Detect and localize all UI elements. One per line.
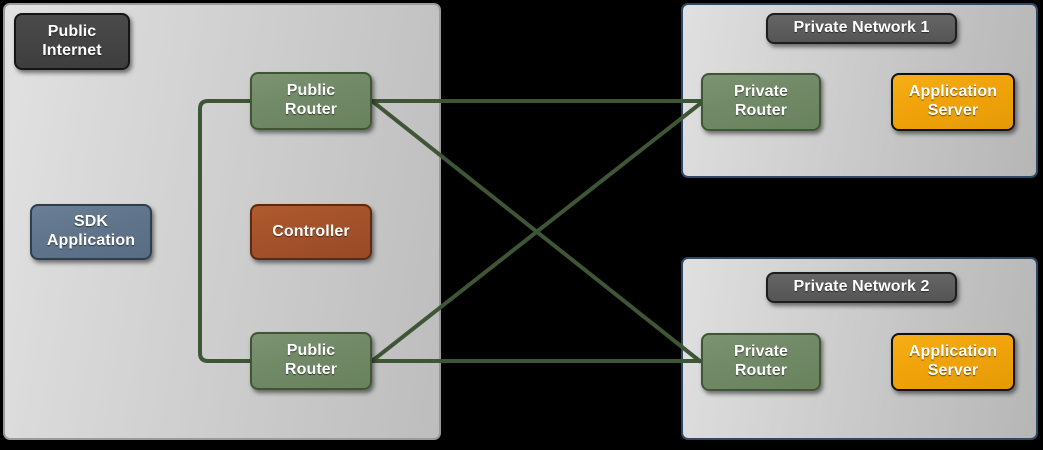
private-router-2-node[interactable]: Private Router [701, 333, 821, 391]
application-server-1-line1: Application [908, 83, 998, 101]
application-server-1-node[interactable]: Application Server [891, 73, 1015, 131]
private-router-1-line2: Router [734, 102, 788, 119]
sdk-application-line2: Application [46, 232, 136, 249]
application-server-2-line2: Server [927, 362, 979, 379]
controller-node[interactable]: Controller [250, 204, 372, 260]
public-internet-label-line1: Public [47, 22, 97, 40]
public-internet-label: Public Internet [14, 13, 130, 70]
application-server-2-node[interactable]: Application Server [891, 333, 1015, 391]
private-router-2-line1: Private [733, 343, 789, 361]
private-router-1-line1: Private [733, 83, 789, 101]
public-router-bottom-node[interactable]: Public Router [250, 332, 372, 390]
application-server-2-line1: Application [908, 343, 998, 361]
private-network-2-label-text: Private Network 2 [793, 278, 930, 296]
public-router-top-line2: Router [284, 101, 338, 118]
public-router-bottom-line1: Public [286, 342, 336, 360]
application-server-1-line2: Server [927, 102, 979, 119]
controller-label: Controller [272, 222, 350, 240]
sdk-application-node[interactable]: SDK Application [30, 204, 152, 260]
private-router-2-line2: Router [734, 362, 788, 379]
private-network-1-label: Private Network 1 [766, 13, 957, 44]
public-router-top-node[interactable]: Public Router [250, 72, 372, 130]
private-router-1-node[interactable]: Private Router [701, 73, 821, 131]
public-router-top-line1: Public [286, 82, 336, 100]
public-internet-label-line2: Internet [42, 41, 102, 59]
sdk-application-line1: SDK [73, 213, 109, 231]
private-network-1-label-text: Private Network 1 [793, 19, 930, 37]
private-network-2-label: Private Network 2 [766, 272, 957, 303]
public-router-bottom-line2: Router [284, 361, 338, 378]
